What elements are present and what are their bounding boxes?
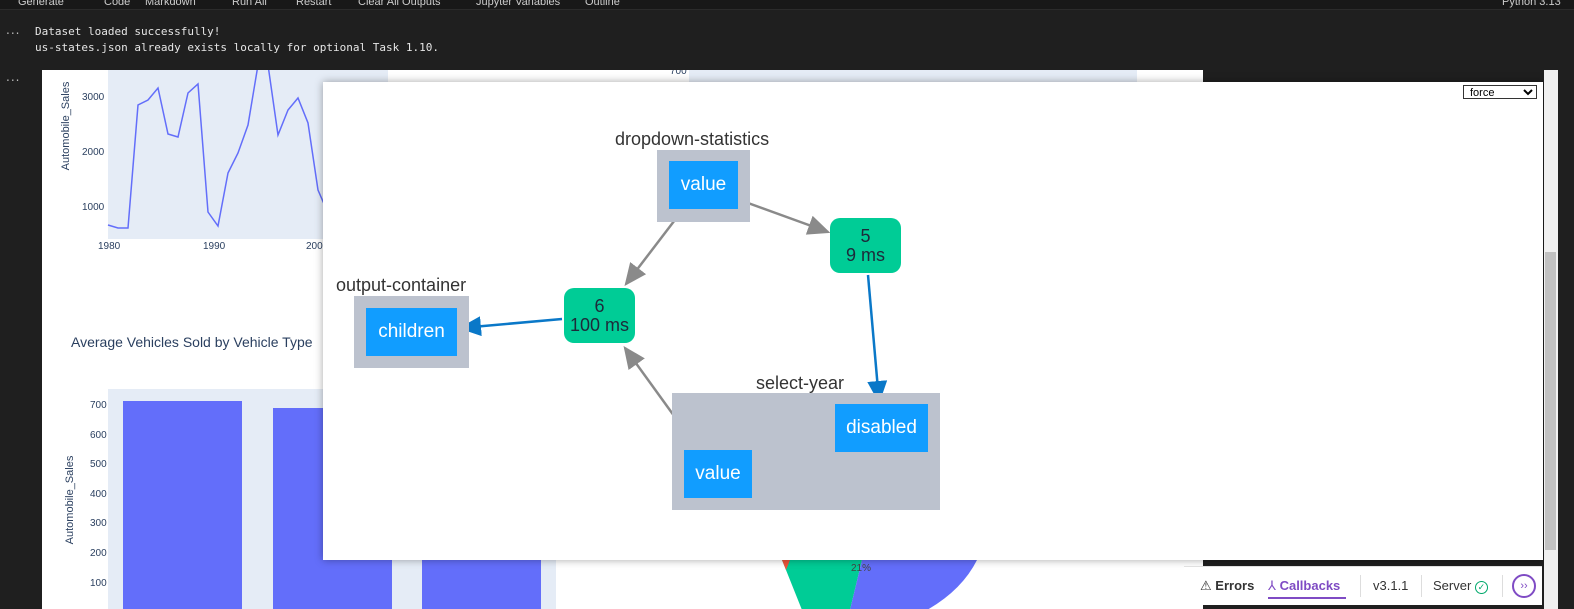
callback-graph-edges	[458, 197, 888, 450]
line-chart-x-tick: 200	[306, 241, 323, 252]
prop-node-output-children[interactable]: children	[366, 308, 457, 356]
component-label-select-year: select-year	[756, 373, 845, 393]
callbacks-label: Callbacks	[1279, 578, 1341, 593]
toolbar-restart[interactable]: Restart	[296, 0, 332, 8]
line-chart-y-tick: 2000	[82, 147, 105, 158]
edge-value-to-cb5	[736, 197, 831, 235]
kernel-picker[interactable]: Python 3.13	[1502, 0, 1561, 8]
toolbar-generate[interactable]: Generate	[18, 0, 64, 8]
bar-chart-y-tick: 700	[90, 400, 107, 411]
line-chart-y-tick: 3000	[82, 92, 105, 103]
toolbar-outline[interactable]: Outline	[585, 0, 620, 8]
output-line-1: Dataset loaded successfully!	[35, 25, 221, 38]
pie-slice-label: 21%	[851, 563, 872, 574]
top-mid-y-tick: 700	[670, 70, 687, 77]
errors-label: Errors	[1215, 578, 1255, 593]
pie-chart-svg	[782, 560, 977, 609]
line-chart-y-title: Automobile_Sales	[60, 81, 72, 171]
callbacks-graph-icon: ⅄	[1268, 578, 1276, 593]
divider	[1360, 575, 1361, 597]
version-label: v3.1.1	[1373, 578, 1409, 593]
pie-slice	[850, 560, 977, 609]
layout-select[interactable]: force	[1463, 85, 1537, 99]
callback-node-5[interactable]: 5 9 ms	[830, 218, 901, 273]
bar-chart-y-tick: 100	[90, 578, 107, 589]
bar-chart-bar	[123, 401, 242, 609]
top-mid-plot-area	[689, 70, 1137, 82]
bar-chart-y-tick: 300	[90, 518, 107, 529]
prop-node-year-disabled[interactable]: disabled	[835, 404, 928, 452]
component-label-dropdown-statistics: dropdown-statistics	[615, 129, 770, 149]
callbacks-tab[interactable]: ⅄ Callbacks	[1268, 578, 1347, 599]
edge-cb5-to-disabled	[866, 274, 888, 404]
output-more-icon[interactable]: ...	[6, 23, 21, 37]
line-chart-svg	[107, 70, 329, 229]
callback-graph-panel[interactable]: force dropdown-statistics value output-c…	[323, 82, 1543, 560]
warning-icon: ⚠	[1200, 578, 1212, 593]
line-chart-x-tick: 1980	[98, 241, 121, 252]
line-chart-series	[107, 70, 329, 229]
callback-time: 100 ms	[569, 314, 630, 335]
bar-chart-title: Average Vehicles Sold by Vehicle Type	[71, 334, 313, 350]
server-status[interactable]: Server ✓	[1433, 578, 1488, 594]
output-more-icon-2[interactable]: ...	[6, 70, 21, 84]
bar-chart-y-tick: 400	[90, 489, 107, 500]
edge-cb6-to-children	[458, 316, 563, 337]
divider	[1502, 575, 1503, 597]
divider	[1421, 575, 1422, 597]
line-chart-x-tick: 1990	[203, 241, 226, 252]
bar-chart-y-tick: 500	[90, 459, 107, 470]
callback-time: 9 ms	[845, 244, 885, 265]
toolbar-run-all[interactable]: Run All	[232, 0, 267, 8]
scrollbar-thumb[interactable]	[1545, 252, 1556, 550]
callback-node-6[interactable]: 6 100 ms	[564, 288, 635, 343]
notebook-toolbar: Generate Code Markdown Run All Restart C…	[0, 0, 1574, 10]
callback-count: 6	[594, 295, 605, 316]
toolbar-code[interactable]: Code	[104, 0, 131, 8]
bar-chart-y-tick: 200	[90, 548, 107, 559]
pie-slice	[782, 560, 862, 609]
toolbar-clear-outputs[interactable]: Clear All Outputs	[358, 0, 441, 8]
errors-tab[interactable]: ⚠ Errors	[1200, 578, 1254, 594]
prop-node-dropdown-value[interactable]: value	[669, 161, 738, 209]
pie-slice	[782, 560, 790, 570]
output-line-2: us-states.json already exists locally fo…	[35, 41, 439, 54]
component-label-output-container: output-container	[336, 275, 467, 295]
toolbar-jupyter-variables[interactable]: Jupyter Variables	[476, 0, 561, 8]
server-label: Server	[1433, 578, 1472, 593]
line-chart-y-tick: 1000	[82, 202, 105, 213]
bar-chart-y-tick: 600	[90, 430, 107, 441]
prop-node-year-value[interactable]: value	[684, 450, 752, 498]
callback-count: 5	[860, 225, 871, 246]
bar-chart-y-title: Automobile_Sales	[64, 455, 76, 545]
check-circle-icon: ✓	[1474, 581, 1488, 594]
edge-value-to-cb6	[624, 211, 682, 286]
toolbar-markdown[interactable]: Markdown	[145, 0, 196, 8]
dash-devtools-bar: ⚠ Errors ⅄ Callbacks v3.1.1 Server ✓ ››	[1184, 566, 1542, 605]
collapse-devtools-icon[interactable]: ››	[1512, 574, 1536, 598]
